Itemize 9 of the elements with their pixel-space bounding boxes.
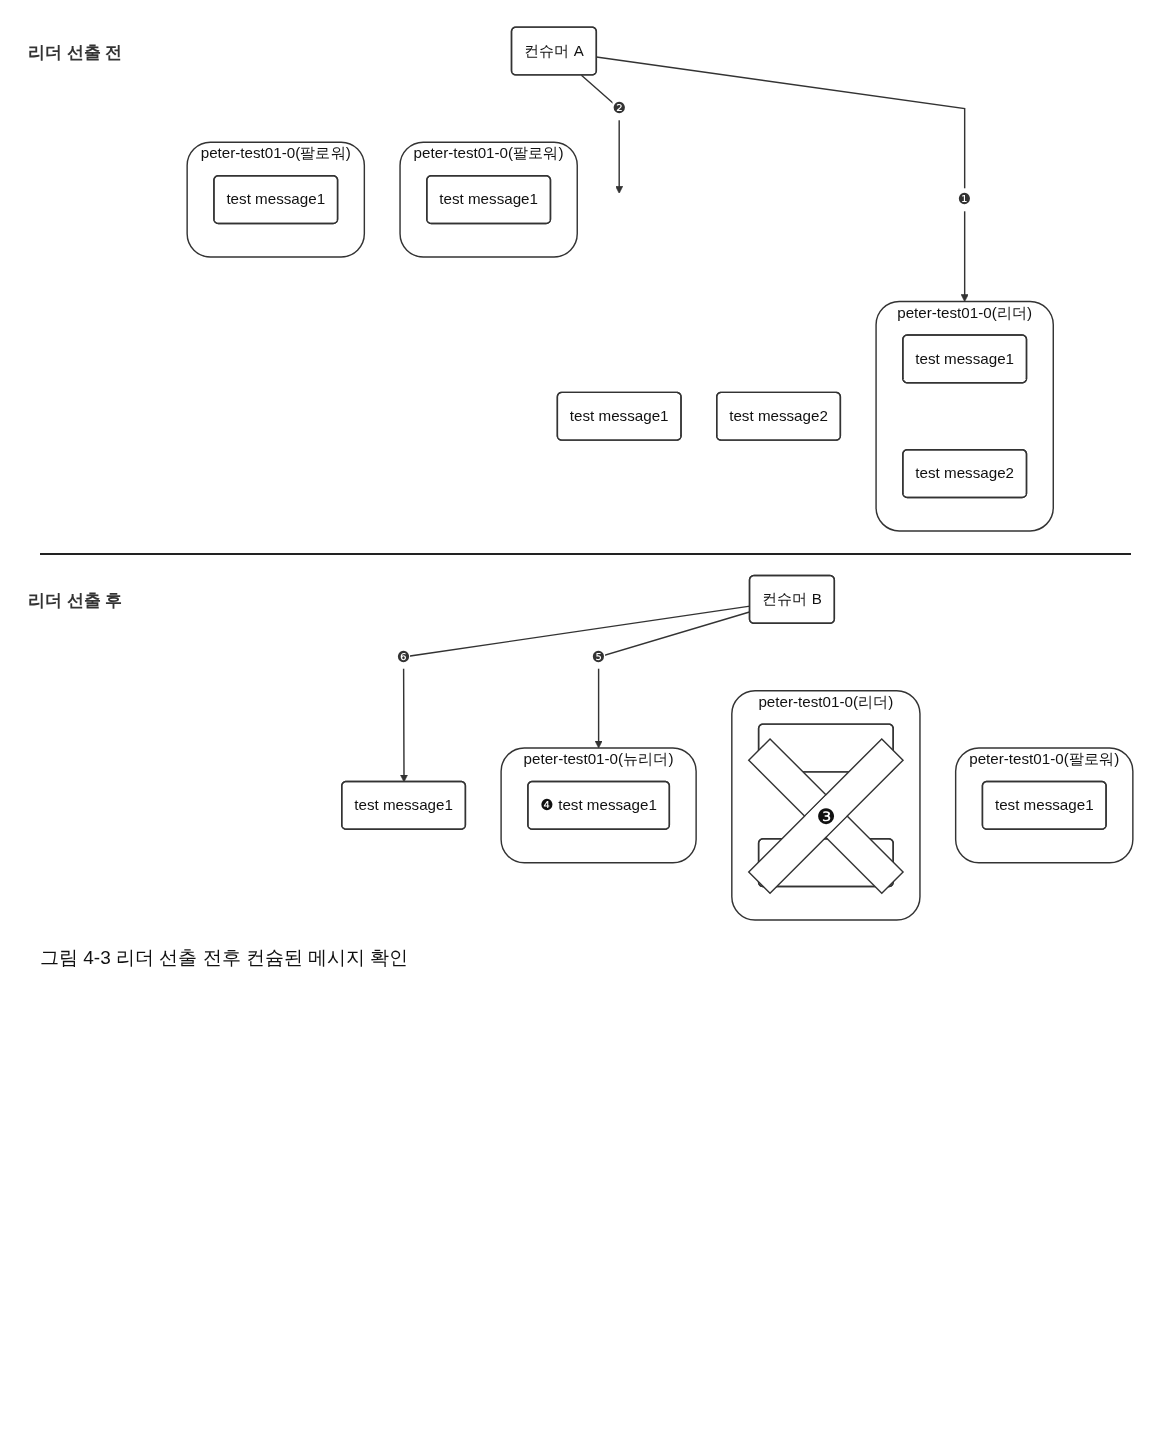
section-label: 리더 선출 전 xyxy=(28,42,123,64)
callout-number: ❸ xyxy=(816,803,836,829)
arrow xyxy=(580,74,624,194)
figure-caption: 그림 4-3 리더 선출 전후 컨슘된 메시지 확인 xyxy=(40,946,409,971)
edge-label: ❷ xyxy=(612,99,626,117)
edge-label: ❶ xyxy=(957,190,972,208)
edge-label: ❻ xyxy=(396,648,411,666)
edge-label: ❺ xyxy=(591,648,606,666)
section-label: 리더 선출 후 xyxy=(28,590,123,613)
